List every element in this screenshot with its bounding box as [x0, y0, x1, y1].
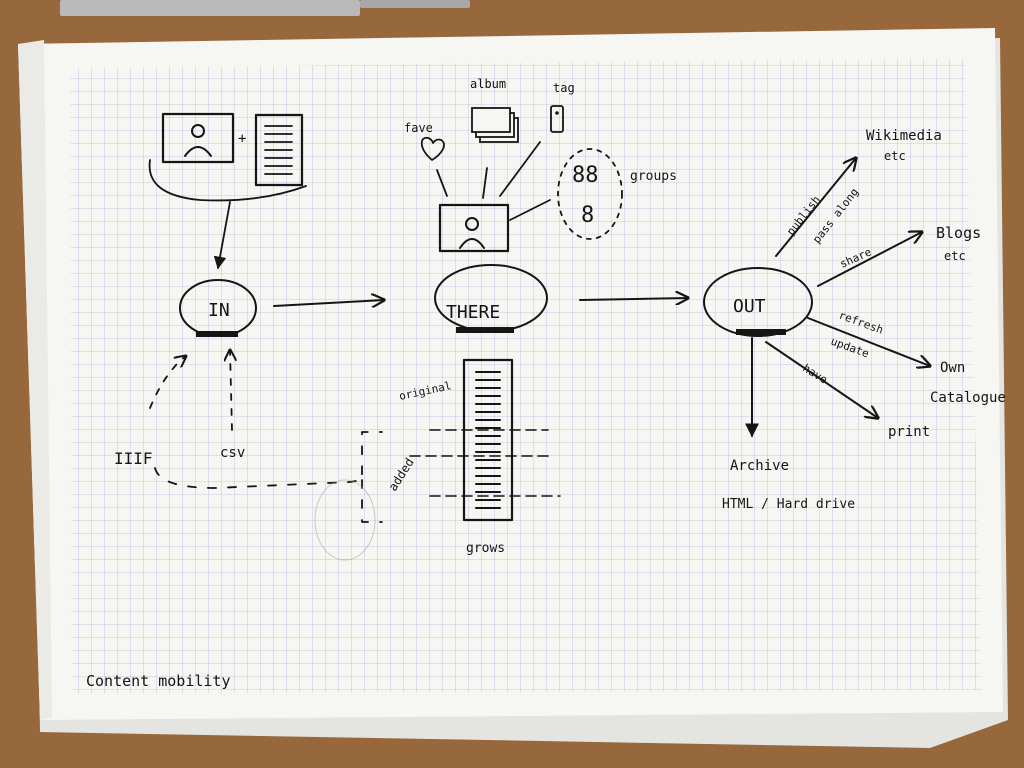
in-node: IN — [179, 279, 257, 337]
graph-grid — [70, 58, 982, 694]
faint-erased-circle — [314, 479, 376, 561]
paper-binding-edge — [18, 40, 52, 720]
catalogue-label: Catalogue — [930, 390, 1006, 406]
fave-connector — [436, 169, 448, 197]
refresh-arrow — [807, 317, 930, 366]
tag-hole — [555, 111, 559, 115]
out-label: OUT — [733, 296, 766, 317]
input-bracket — [148, 159, 307, 202]
plus-sign: + — [238, 131, 246, 147]
there-person-body — [459, 238, 485, 249]
csv-dashed-arrow — [230, 350, 232, 431]
wikimedia-label: Wikimedia — [866, 128, 942, 144]
groups-person: 8 — [581, 203, 594, 228]
there-person-head — [465, 217, 479, 231]
publish-arrow — [775, 158, 856, 257]
iiif-label: IIIF — [114, 449, 153, 468]
metadata-column — [462, 358, 514, 522]
have-arrow — [765, 341, 878, 418]
groups-people-row: 88 — [572, 163, 599, 188]
tag-icon — [550, 105, 564, 133]
album-stack-1 — [471, 107, 511, 133]
feedback-dashed-return — [154, 431, 383, 523]
blogs-label: Blogs — [936, 224, 981, 242]
document-icon — [254, 113, 304, 187]
groups-label: groups — [630, 169, 677, 184]
heart-icon — [420, 136, 445, 161]
there-node: THERE — [434, 264, 548, 333]
input-sources: + — [148, 112, 307, 270]
iiif-dashed-arrow — [149, 356, 186, 409]
groups-connector — [509, 199, 551, 221]
album-label: album — [470, 77, 506, 91]
device-edge — [60, 0, 360, 16]
own-label: Own — [940, 360, 965, 376]
archive-label: Archive — [730, 458, 789, 474]
fave-label: fave — [404, 121, 433, 135]
person-body — [184, 146, 212, 157]
tag-label: tag — [553, 81, 575, 95]
metadata-lines — [475, 371, 501, 509]
device-edge-2 — [360, 0, 470, 8]
grows-label: grows — [466, 541, 505, 556]
out-node: OUT — [703, 267, 813, 337]
archive-formats-label: HTML / Hard drive — [722, 497, 855, 512]
iiif-csv-loop: IIIF csv — [114, 350, 383, 561]
there-to-out-arrow — [579, 298, 688, 300]
in-to-there-arrow — [273, 300, 384, 306]
blogs-etc-label: etc — [944, 249, 966, 263]
footer-note: Content mobility — [86, 672, 231, 690]
there-photo-frame — [438, 203, 510, 253]
input-to-in-arrow — [213, 201, 231, 270]
in-label: IN — [208, 300, 230, 321]
share-arrow — [817, 232, 922, 287]
groups-dashed-circle — [557, 148, 623, 240]
out-circle — [703, 267, 813, 337]
there-features: album tag fave 88 8 groups — [404, 77, 677, 253]
tag-connector — [499, 141, 541, 197]
photo-frame — [161, 112, 235, 164]
csv-label: csv — [220, 445, 245, 461]
wikimedia-etc-label: etc — [884, 149, 906, 163]
document-lines — [264, 125, 293, 175]
person-head — [191, 124, 205, 138]
print-label: print — [888, 424, 930, 440]
album-connector — [482, 167, 488, 199]
there-label: THERE — [446, 302, 500, 323]
